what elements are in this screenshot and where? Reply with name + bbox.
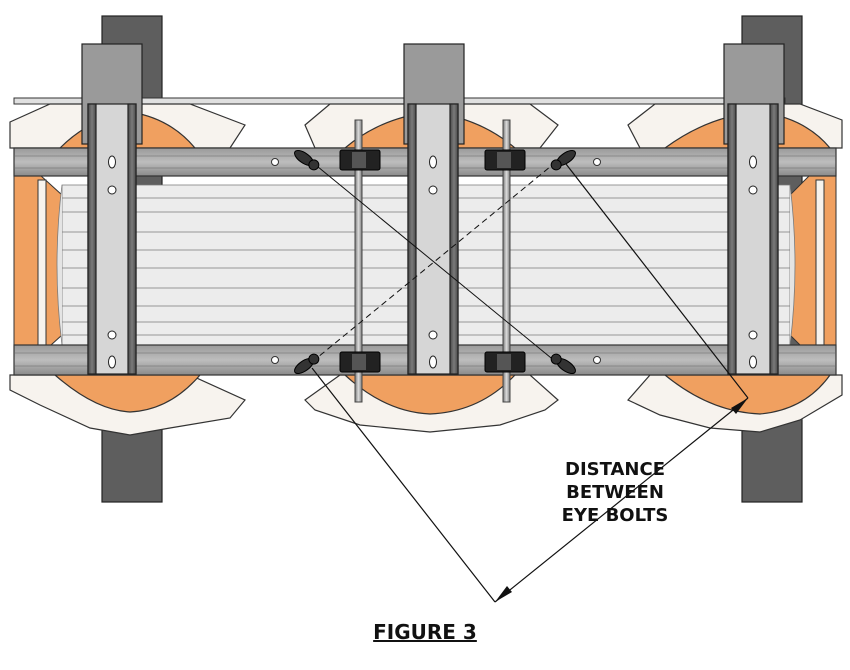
post-bolts: [107, 155, 758, 369]
rubber-block-icon: [339, 149, 526, 373]
saddle-wraps: [9, 103, 843, 436]
channel-posts: [81, 43, 785, 375]
threaded-rod-icon: [354, 119, 511, 403]
cross-cables: [311, 161, 557, 363]
callout-line-1: DISTANCE: [565, 459, 665, 480]
callout-line-3: EYE BOLTS: [561, 505, 669, 526]
figure-title: FIGURE 3: [373, 620, 477, 644]
callout-label: DISTANCE BETWEEN EYE BOLTS: [540, 458, 690, 527]
callout-line-2: BETWEEN: [566, 482, 664, 503]
dimension-arrows: [495, 398, 748, 602]
beam-holes: [271, 158, 601, 364]
dimension-lines: [311, 163, 749, 603]
figure-caption: FIGURE 3: [0, 620, 850, 644]
eye-bolt-icon: [294, 149, 576, 375]
